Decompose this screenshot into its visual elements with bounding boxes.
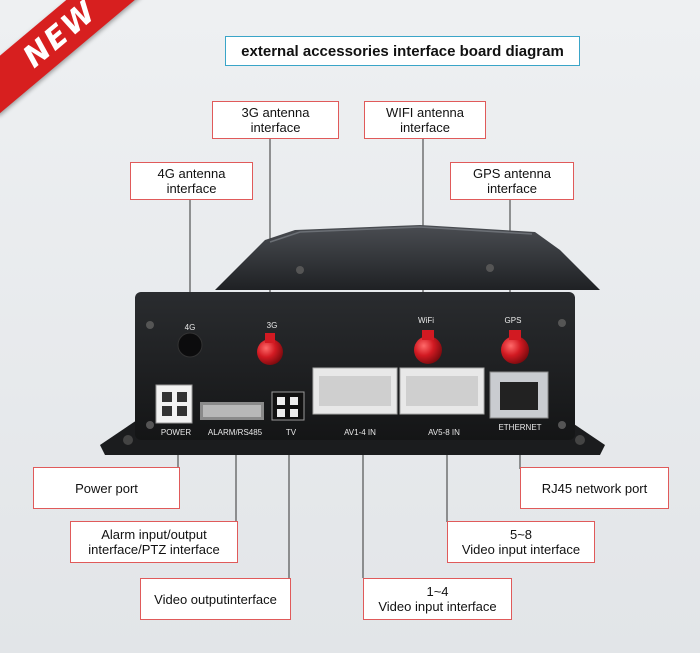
av5-8-connector: [399, 367, 485, 415]
label-av5-8: AV5-8 IN: [428, 428, 460, 437]
callout-power-port: Power port: [33, 467, 180, 509]
label-wifi: WiFi: [418, 316, 434, 325]
gps-antenna-connector: [501, 330, 529, 364]
label-4g: 4G: [185, 323, 196, 332]
label-alarm: ALARM/RS485: [208, 428, 263, 437]
power-connector: [155, 384, 193, 424]
av1-4-connector: [312, 367, 398, 415]
4g-port: [177, 332, 203, 358]
tv-connector: [271, 391, 305, 421]
callout-video-output: Video outputinterface: [140, 578, 291, 620]
callout-rj45-port: RJ45 network port: [520, 467, 669, 509]
label-av1-4: AV1-4 IN: [344, 428, 376, 437]
label-power: POWER: [161, 428, 191, 437]
label-ethernet: ETHERNET: [498, 423, 541, 432]
ethernet-port: [489, 371, 549, 419]
3g-antenna-connector: [257, 333, 283, 365]
wifi-antenna-connector: [414, 330, 442, 364]
label-tv: TV: [286, 428, 297, 437]
alarm-rs485-terminal: [200, 402, 264, 420]
device-top: [215, 225, 600, 290]
label-3g: 3G: [267, 321, 278, 330]
label-gps: GPS: [505, 316, 522, 325]
diagram-title: external accessories interface board dia…: [225, 36, 580, 66]
